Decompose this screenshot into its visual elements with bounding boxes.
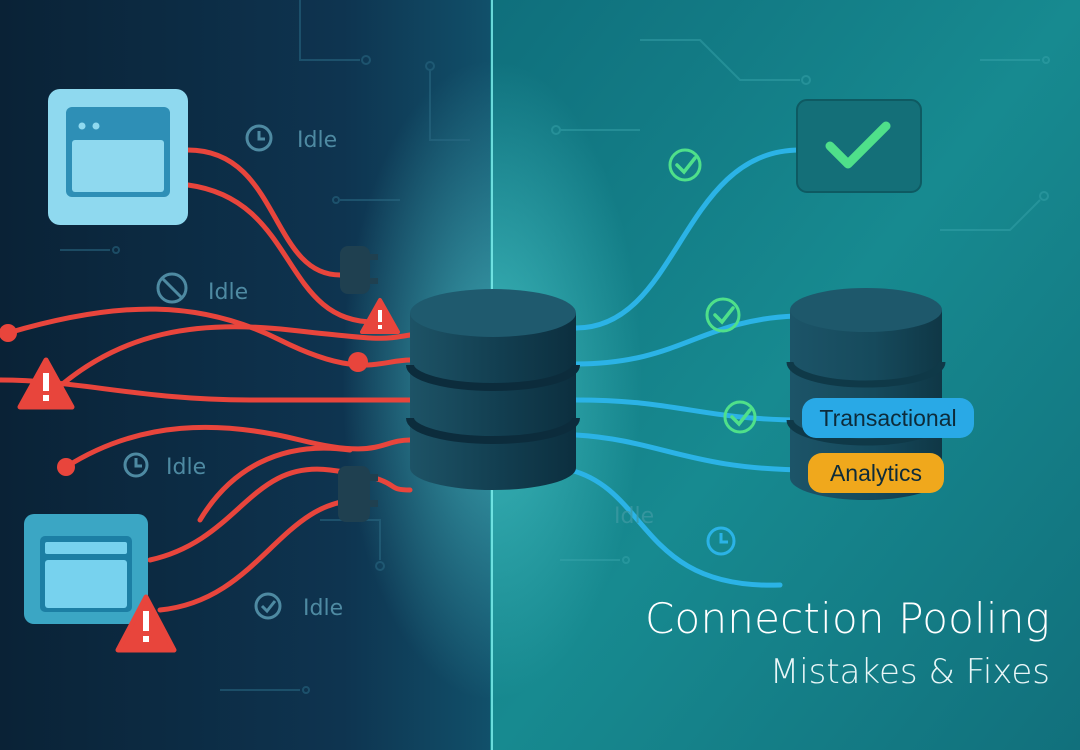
browser-window-icon xyxy=(48,89,188,225)
red-endpoint-dot xyxy=(57,458,75,476)
browser-window-icon xyxy=(24,514,148,624)
idle-text: Idle xyxy=(614,504,654,529)
idle-label-4: Idle xyxy=(254,592,343,621)
red-endpoint-dot xyxy=(0,324,17,342)
headline-title: Connection Pooling xyxy=(645,594,1050,643)
red-connections xyxy=(0,147,413,613)
warning-icon xyxy=(360,298,400,334)
idle-text: Idle xyxy=(208,280,248,305)
check-icon xyxy=(705,297,741,333)
idle-text: Idle xyxy=(297,128,337,153)
idle-label-3: Idle xyxy=(123,452,206,480)
idle-text: Idle xyxy=(166,455,206,480)
clock-icon xyxy=(245,124,273,152)
idle-text: Idle xyxy=(303,596,343,621)
warning-icon xyxy=(17,357,75,410)
headline-subtitle: Mistakes & Fixes xyxy=(769,652,1050,692)
blue-connections xyxy=(567,147,813,588)
check-icon xyxy=(825,121,891,169)
clock-icon xyxy=(123,452,149,478)
success-check-box xyxy=(796,99,922,193)
plug-icon xyxy=(340,246,378,294)
no-entry-icon xyxy=(156,272,188,304)
check-icon xyxy=(254,592,282,620)
check-icon xyxy=(723,400,757,434)
circuit-traces-left xyxy=(60,0,470,694)
check-icon xyxy=(668,148,702,182)
transactional-pill: Transactional xyxy=(802,398,974,438)
pill-label: Transactional xyxy=(819,405,956,431)
pill-label: Analytics xyxy=(830,460,922,486)
red-endpoint-dot xyxy=(348,352,368,372)
clock-icon xyxy=(706,526,736,556)
circuit-traces-right xyxy=(551,39,1050,564)
idle-label-2: Idle xyxy=(156,272,248,305)
warning-icon xyxy=(115,594,177,653)
database-icon xyxy=(406,289,580,490)
analytics-pill: Analytics xyxy=(808,453,944,493)
plug-icon xyxy=(338,466,378,522)
idle-label-1: Idle xyxy=(245,124,337,153)
